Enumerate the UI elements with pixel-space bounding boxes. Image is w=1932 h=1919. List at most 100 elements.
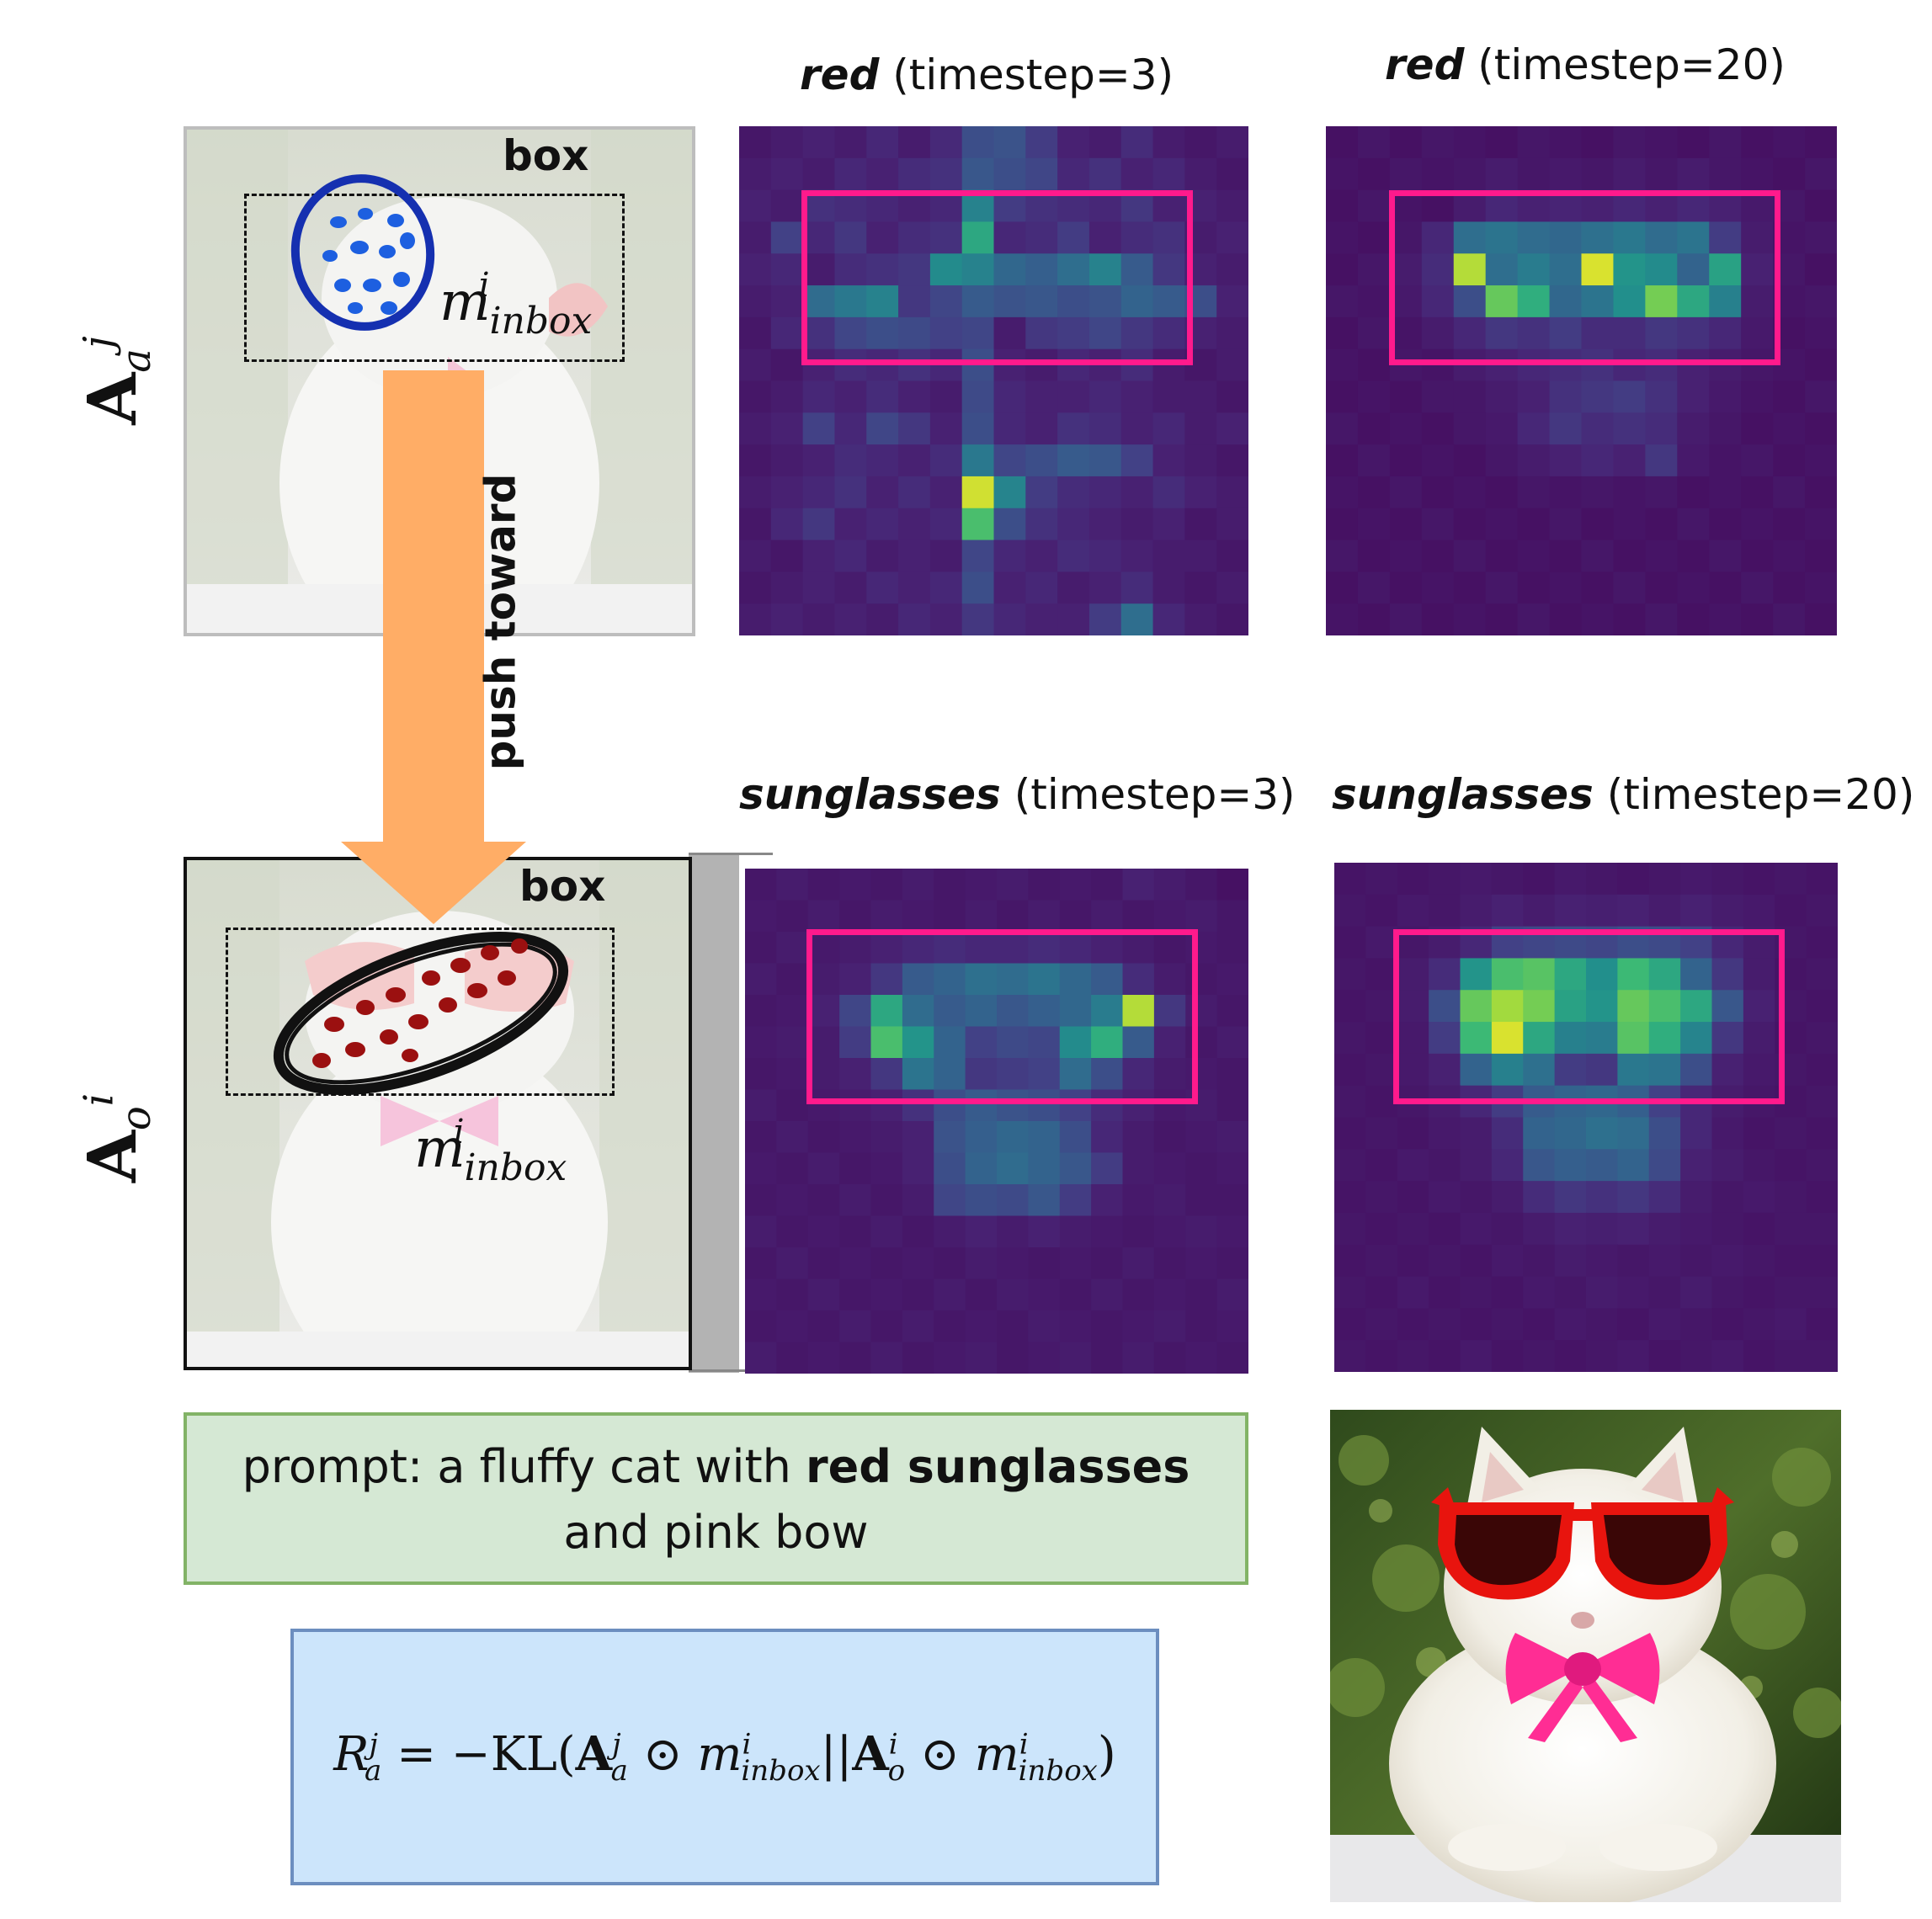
heatmap-cell	[1120, 285, 1154, 318]
title-red-t3: red (timestep=3)	[800, 50, 1174, 99]
heatmap-cell	[745, 932, 777, 965]
mask-label-bottom-base: m	[414, 1118, 466, 1180]
heatmap-cell	[961, 221, 995, 254]
heatmap-cell	[1389, 603, 1423, 635]
heatmap-cell	[1216, 1152, 1248, 1185]
heatmap-cell	[1549, 508, 1583, 541]
heatmap-cell	[1648, 894, 1681, 928]
heatmap-cell	[1586, 1022, 1618, 1055]
heatmap-cell	[1523, 1308, 1556, 1341]
heatmap-cell	[993, 126, 1026, 159]
heatmap-cell	[1453, 412, 1487, 445]
heatmap-cell	[839, 1026, 872, 1059]
heatmap-cell	[1775, 863, 1807, 896]
heatmap-cell	[1485, 253, 1519, 286]
heatmap-cell	[1088, 316, 1122, 350]
heatmap-cell	[1806, 1149, 1838, 1182]
heatmap-cell	[776, 1215, 809, 1248]
heatmap-cell	[1185, 900, 1218, 933]
formula-m2-sup: i	[1019, 1727, 1029, 1762]
heatmap-cell	[739, 540, 772, 572]
heatmap-cell	[870, 1121, 903, 1154]
heatmap-cell	[866, 253, 899, 286]
heatmap-cell	[807, 963, 840, 996]
heatmap-cell	[1216, 932, 1248, 965]
heatmap-cell	[807, 1184, 840, 1217]
heatmap-cell	[929, 571, 963, 604]
heatmap-cell	[1743, 894, 1775, 928]
heatmap-cell	[1709, 540, 1742, 572]
heatmap-cell	[1365, 1149, 1398, 1182]
heatmap-cell	[739, 508, 772, 541]
heatmap-cell	[1120, 508, 1154, 541]
heatmap-cell	[1152, 157, 1185, 191]
heatmap-cell	[776, 1247, 809, 1280]
heatmap-cell	[1554, 1149, 1587, 1182]
heatmap-cell	[1485, 380, 1519, 413]
heatmap-cell	[902, 1278, 934, 1311]
heatmap-cell	[1613, 285, 1646, 318]
heatmap-cell	[961, 316, 995, 350]
heatmap-cell	[898, 221, 931, 254]
heatmap-cell	[1088, 508, 1122, 541]
heatmap-cell	[1357, 444, 1391, 477]
heatmap-cell	[961, 412, 995, 445]
heatmap-cell	[739, 221, 772, 254]
heatmap-cell	[1184, 508, 1217, 541]
heatmap-cell	[807, 1058, 840, 1091]
heatmap-cell	[961, 126, 995, 159]
heatmap-cell	[1485, 285, 1519, 318]
heatmap-cell	[1028, 932, 1061, 965]
heatmap-cell	[1805, 285, 1837, 318]
heatmap-cell	[839, 900, 872, 933]
heatmap-cell	[1805, 444, 1837, 477]
heatmap-cell	[1057, 571, 1090, 604]
heatmap-sg-t20-svg	[1334, 863, 1838, 1372]
heatmap-cell	[1421, 444, 1455, 477]
heatmap-cell	[834, 412, 867, 445]
heatmap-cell	[1554, 863, 1587, 896]
heatmap-cell	[1645, 603, 1678, 635]
heatmap-cell	[834, 157, 867, 191]
heatmap-cell	[1028, 1215, 1061, 1248]
heatmap-cell	[1421, 126, 1455, 159]
heatmap-cell	[1741, 316, 1774, 350]
heatmap-cell	[1677, 508, 1710, 541]
heatmap-cell	[1334, 1022, 1366, 1055]
heatmap-cell	[1429, 1212, 1461, 1246]
heatmap-cell	[1523, 958, 1556, 991]
heatmap-cell	[1806, 1276, 1838, 1309]
heatmap-cell	[1429, 1022, 1461, 1055]
heatmap-cell	[1773, 508, 1806, 541]
heatmap-cell	[1357, 508, 1391, 541]
heatmap-cell	[1365, 1022, 1398, 1055]
heatmap-cell	[997, 963, 1029, 996]
heatmap-cell	[1397, 1276, 1429, 1309]
heatmap-cell	[1184, 444, 1217, 477]
heatmap-cell	[1216, 995, 1248, 1028]
heatmap-cell	[1586, 1117, 1618, 1150]
heatmap-cell	[1645, 157, 1678, 191]
heatmap-cell	[898, 444, 931, 477]
heatmap-cell	[1581, 508, 1615, 541]
heatmap-cell	[1711, 958, 1744, 991]
heatmap-cell	[1645, 126, 1678, 159]
heatmap-cell	[934, 932, 966, 965]
heatmap-cell	[1645, 316, 1678, 350]
heatmap-cell	[934, 1058, 966, 1091]
heatmap-cell	[1741, 540, 1774, 572]
heatmap-cell	[1185, 1058, 1218, 1091]
heatmap-cell	[1120, 571, 1154, 604]
heatmap-cell	[1773, 412, 1806, 445]
heatmap-cell	[739, 603, 772, 635]
heatmap-cell	[1389, 412, 1423, 445]
heatmap-cell	[1357, 412, 1391, 445]
heatmap-cell	[1059, 1310, 1092, 1343]
heatmap-cell	[745, 1058, 777, 1091]
heatmap-cell	[1421, 221, 1455, 254]
heatmap-cell	[993, 316, 1026, 350]
heatmap-cell	[1216, 1278, 1248, 1311]
heatmap-cell	[839, 932, 872, 965]
heatmap-cell	[902, 1058, 934, 1091]
heatmap-cell	[1805, 380, 1837, 413]
